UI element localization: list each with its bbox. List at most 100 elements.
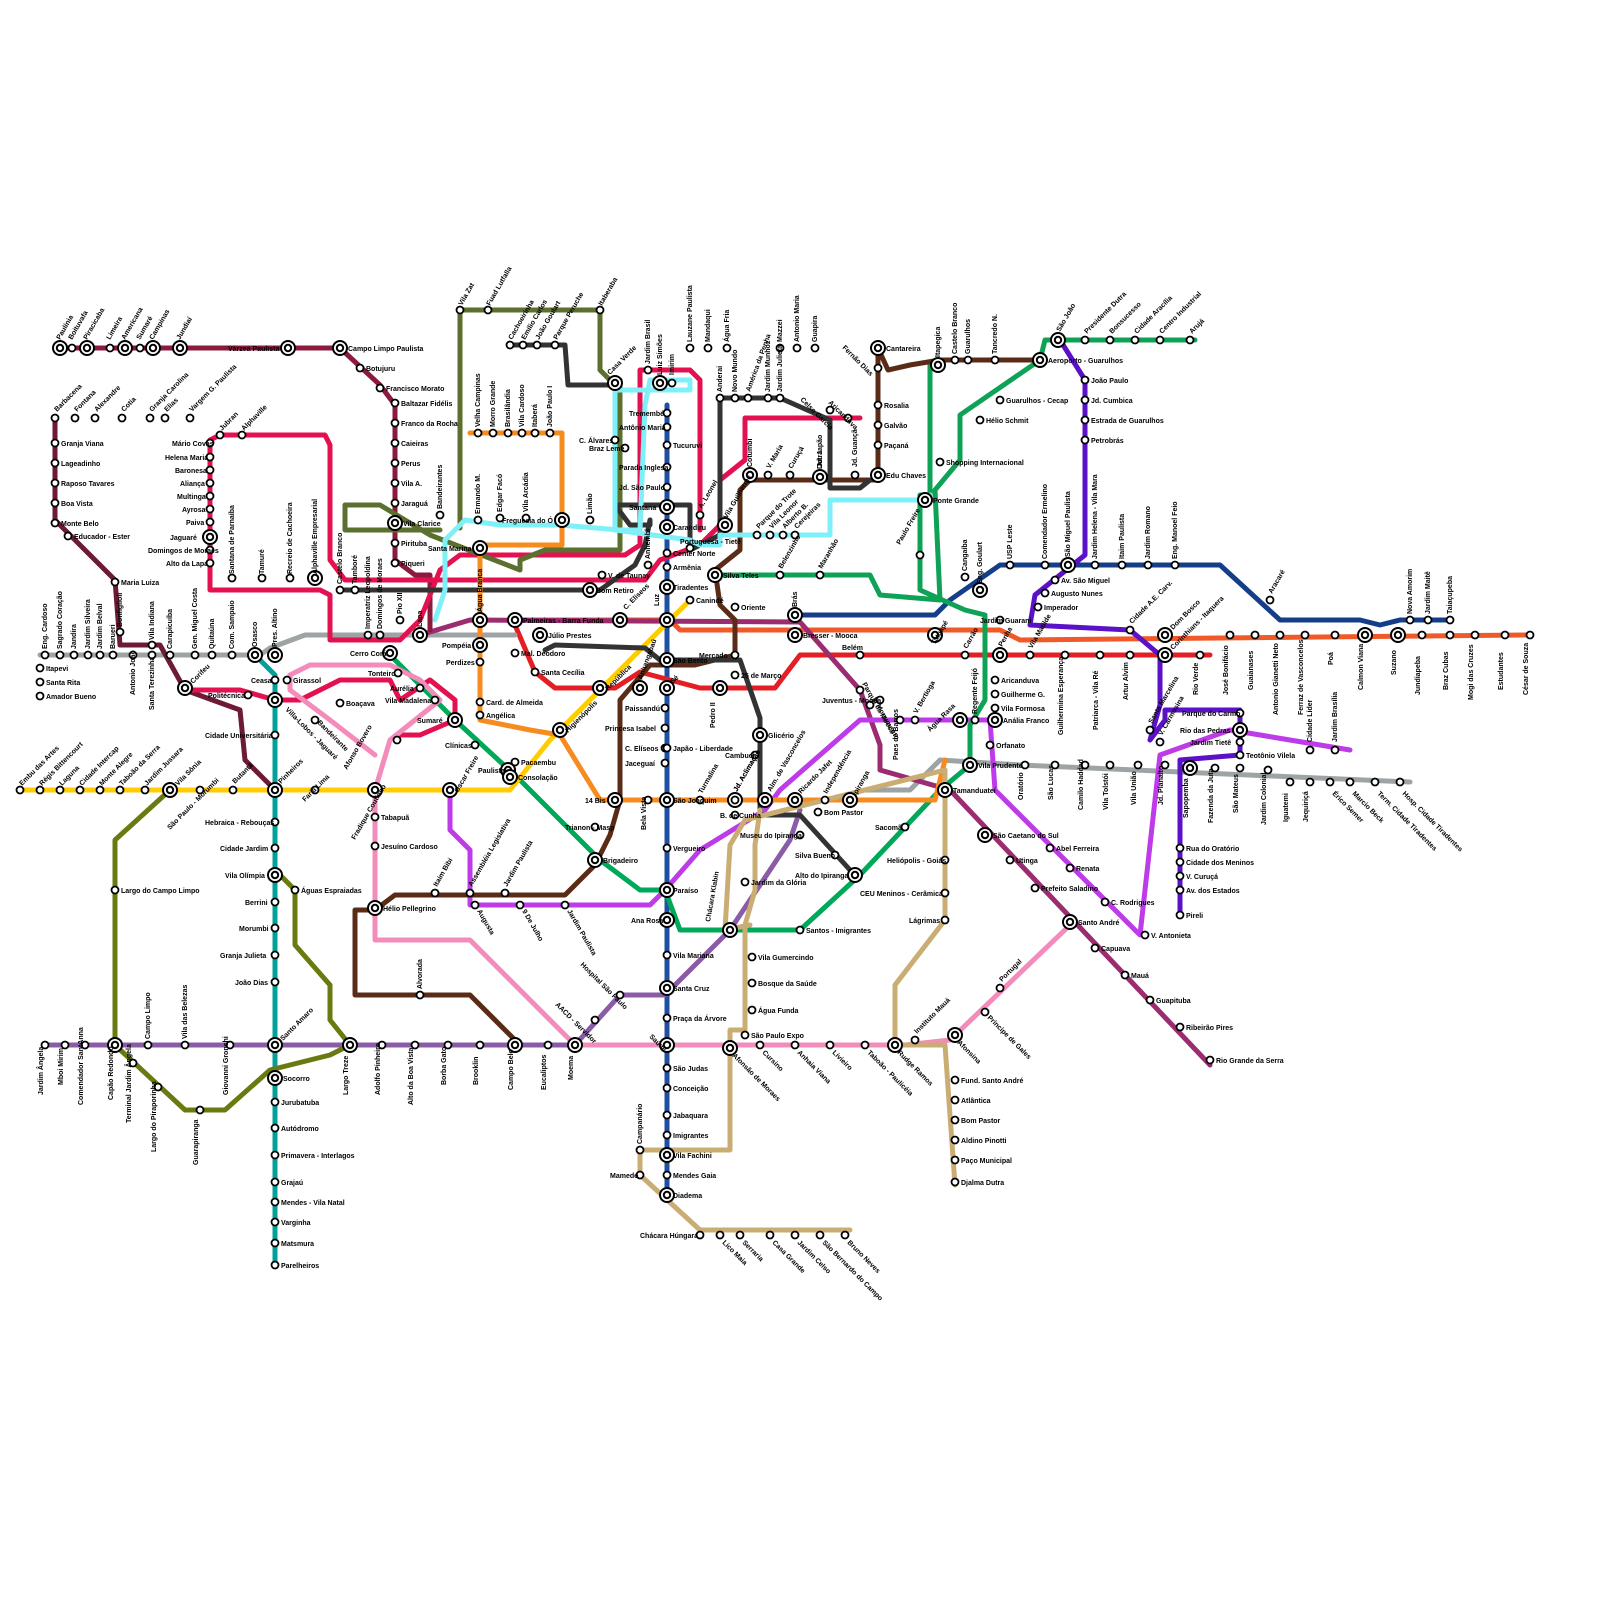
station-term-tiradentes[interactable]: [1372, 779, 1379, 786]
station-sagrado[interactable]: [57, 652, 64, 659]
station-marker[interactable]: [1122, 972, 1129, 979]
station-marker[interactable]: [664, 410, 671, 417]
station-marker[interactable]: [207, 467, 214, 474]
station-vila-zat[interactable]: [457, 307, 464, 314]
station-vergueiro[interactable]: [664, 845, 671, 852]
station-guarulhos-c[interactable]: [965, 357, 972, 364]
station-sao-bento[interactable]: [660, 653, 674, 667]
station-itapegica[interactable]: [931, 358, 945, 372]
station-pacana[interactable]: [875, 442, 882, 449]
station-marker[interactable]: [742, 1032, 749, 1039]
station-butanta[interactable]: [230, 787, 237, 794]
station-marker[interactable]: [937, 459, 944, 466]
station-marker[interactable]: [147, 415, 154, 422]
station-marker[interactable]: [1252, 632, 1259, 639]
station-marker[interactable]: [662, 760, 669, 767]
station-marker[interactable]: [875, 422, 882, 429]
station-marker[interactable]: [977, 417, 984, 424]
station-marker[interactable]: [664, 1085, 671, 1092]
station-marker[interactable]: [687, 597, 694, 604]
station-bom-pastor[interactable]: [815, 809, 822, 816]
station-brasilandia[interactable]: [505, 430, 512, 437]
station-marker[interactable]: [757, 1042, 764, 1049]
station-joao-goulart[interactable]: [534, 342, 541, 349]
station-centro-industrial[interactable]: [1157, 337, 1164, 344]
station-corinthians[interactable]: [1158, 648, 1172, 662]
station-sumare[interactable]: [448, 713, 462, 727]
station-a-leonel[interactable]: [697, 512, 704, 519]
station-maria-luiza[interactable]: [112, 579, 119, 586]
station-cantareira[interactable]: [871, 341, 885, 355]
station-taboao-pauliceia[interactable]: [862, 1042, 869, 1049]
station-mercado[interactable]: [732, 652, 739, 659]
station-cesar[interactable]: [1527, 632, 1534, 639]
station-marker[interactable]: [472, 902, 479, 909]
station-marker[interactable]: [794, 345, 801, 352]
station-marker[interactable]: [162, 415, 169, 422]
station-mogi[interactable]: [1472, 632, 1479, 639]
station-anhaia[interactable]: [792, 1042, 799, 1049]
station-bresser[interactable]: [788, 628, 802, 642]
station-teotonio[interactable]: [1237, 752, 1244, 759]
station-gen-miguel[interactable]: [192, 652, 199, 659]
station-marker[interactable]: [749, 980, 756, 987]
station-marker[interactable]: [547, 430, 554, 437]
station-mboi[interactable]: [62, 1042, 69, 1049]
station-jd-colonial[interactable]: [1265, 767, 1272, 774]
station-marker[interactable]: [475, 430, 482, 437]
station-marker[interactable]: [1007, 562, 1014, 569]
station-marker[interactable]: [875, 442, 882, 449]
station-curuca[interactable]: [787, 472, 794, 479]
station-marker[interactable]: [664, 442, 671, 449]
station-nova-amorim[interactable]: [1407, 617, 1414, 624]
station-pompeia[interactable]: [473, 638, 487, 652]
station-marker[interactable]: [1527, 632, 1534, 639]
station-marker[interactable]: [207, 506, 214, 513]
station-marker[interactable]: [392, 480, 399, 487]
station-berrini[interactable]: [272, 899, 279, 906]
station-comendador-ermelino[interactable]: [1042, 562, 1049, 569]
station-sao-mateus[interactable]: [1237, 765, 1244, 772]
station-sao-camilo[interactable]: [587, 517, 594, 524]
station-marker[interactable]: [1127, 627, 1134, 634]
station-marker[interactable]: [827, 1042, 834, 1049]
station-paissandu[interactable]: [662, 705, 669, 712]
station-livieiro[interactable]: [827, 1042, 834, 1049]
station-marker[interactable]: [272, 1099, 279, 1106]
station-jd-munhoz[interactable]: [765, 395, 772, 402]
station-angelica[interactable]: [477, 712, 484, 719]
station-aracilia[interactable]: [1132, 337, 1139, 344]
station-estrada-gru[interactable]: [1082, 417, 1089, 424]
station-marker[interactable]: [365, 632, 372, 639]
station-rio-pedras[interactable]: [1233, 723, 1247, 737]
station-marker[interactable]: [472, 742, 479, 749]
station-marker[interactable]: [1035, 604, 1042, 611]
station-v-curuca[interactable]: [1177, 873, 1184, 880]
station-marker[interactable]: [1135, 762, 1142, 769]
station-marker[interactable]: [962, 652, 969, 659]
station-marker[interactable]: [477, 659, 484, 666]
station-marker[interactable]: [797, 927, 804, 934]
station-marker[interactable]: [664, 550, 671, 557]
station-marker[interactable]: [272, 1125, 279, 1132]
station-marker[interactable]: [519, 430, 526, 437]
station-multinga[interactable]: [207, 493, 214, 500]
station-campo-limpo[interactable]: [145, 1042, 152, 1049]
station-vila-indiana[interactable]: [149, 642, 156, 649]
station-alm-vasconcelos[interactable]: [758, 793, 772, 807]
station-canindé[interactable]: [687, 597, 694, 604]
station-marker[interactable]: [395, 670, 402, 677]
station-largo-campo-limpo[interactable]: [112, 887, 119, 894]
station-pirelli[interactable]: [1177, 912, 1184, 919]
station-marker[interactable]: [1082, 377, 1089, 384]
station-marker[interactable]: [1265, 767, 1272, 774]
station-marker[interactable]: [57, 652, 64, 659]
station-capuava[interactable]: [1092, 945, 1099, 952]
station-marker[interactable]: [987, 742, 994, 749]
station-marker[interactable]: [952, 1137, 959, 1144]
station-luz[interactable]: [660, 613, 674, 627]
station-marker[interactable]: [292, 887, 299, 894]
station-marker[interactable]: [512, 759, 519, 766]
station-aurelia[interactable]: [417, 685, 424, 692]
station-marker[interactable]: [862, 1042, 869, 1049]
